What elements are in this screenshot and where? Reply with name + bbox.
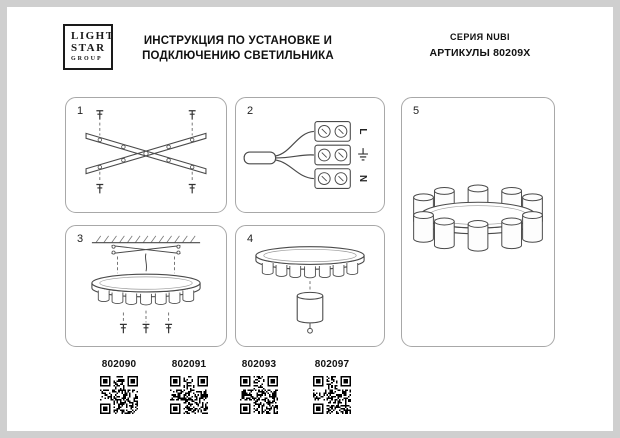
articles-label: АРТИКУЛЫ 80209X	[429, 47, 531, 59]
step-panel-2: 2 L	[235, 97, 385, 213]
logo-word-group: GROUP	[71, 56, 103, 62]
wiring-diagram: L N	[243, 121, 368, 189]
article-block-802091: 802091	[159, 359, 219, 419]
article-block-802090: 802090	[89, 359, 149, 419]
alignment-guides	[99, 122, 193, 182]
bracket-holes	[111, 244, 181, 255]
qr-code-802090	[100, 376, 138, 414]
rail-holes	[97, 137, 195, 170]
article-code: 802097	[314, 359, 350, 370]
front-shades	[413, 211, 543, 252]
logo-word-light: LIGHT	[71, 30, 115, 42]
title-line-2: ПОДКЛЮЧЕНИЮ СВЕТИЛЬНИКА	[142, 50, 334, 62]
pull-ball	[307, 327, 313, 334]
instruction-sheet: LIGHT STAR GROUP ИНСТРУКЦИЯ ПО УСТАНОВКЕ…	[7, 7, 613, 431]
page-title: ИНСТРУКЦИЯ ПО УСТАНОВКЕ И ПОДКЛЮЧЕНИЮ СВ…	[113, 34, 363, 64]
step-panel-3: 3	[65, 225, 227, 347]
series-info: СЕРИЯ NUBI АРТИКУЛЫ 80209X	[413, 32, 547, 59]
step-number-3: 3	[77, 233, 84, 245]
ground-icon	[358, 148, 368, 161]
article-block-802093: 802093	[229, 359, 289, 419]
shade-attach-diagram	[255, 246, 365, 334]
step-number-5: 5	[413, 105, 420, 117]
screw-slots	[321, 128, 344, 182]
step-number-2: 2	[247, 105, 254, 117]
series-label: СЕРИЯ NUBI	[450, 32, 510, 42]
mounting-rails	[85, 132, 207, 175]
ceiling-hatch	[95, 235, 196, 243]
ceiling-bracket	[111, 245, 181, 255]
article-code: 802091	[171, 359, 207, 370]
step-panel-1: 1	[65, 97, 227, 213]
power-cable	[144, 253, 148, 272]
step-panel-5: 5	[401, 97, 555, 347]
lightstar-logo: LIGHT STAR GROUP	[63, 24, 113, 70]
shade-mounts	[261, 262, 359, 279]
step-number-4: 4	[247, 233, 254, 245]
line-label: L	[357, 128, 368, 134]
neutral-label: N	[357, 175, 368, 182]
screw-guides	[122, 310, 170, 323]
alignment-guides	[117, 256, 175, 274]
article-block-802097: 802097	[302, 359, 362, 419]
screw-icons	[119, 323, 173, 334]
shade-mounts	[97, 290, 195, 306]
supply-cable	[243, 130, 315, 180]
ceiling-mount-diagram	[91, 235, 201, 334]
assembled-chandelier	[413, 184, 543, 252]
logo-word-star: STAR	[71, 42, 106, 54]
step-panel-4: 4	[235, 225, 385, 347]
screw-icons	[96, 110, 196, 194]
title-line-1: ИНСТРУКЦИЯ ПО УСТАНОВКЕ И	[143, 35, 333, 47]
article-code: 802090	[101, 359, 137, 370]
qr-code-802093	[240, 376, 278, 414]
cylinder-shade	[296, 291, 324, 324]
step-number-1: 1	[77, 105, 84, 117]
cross-rails-diagram	[85, 110, 207, 194]
article-code: 802093	[241, 359, 277, 370]
qr-code-802091	[170, 376, 208, 414]
qr-code-802097	[313, 376, 351, 414]
